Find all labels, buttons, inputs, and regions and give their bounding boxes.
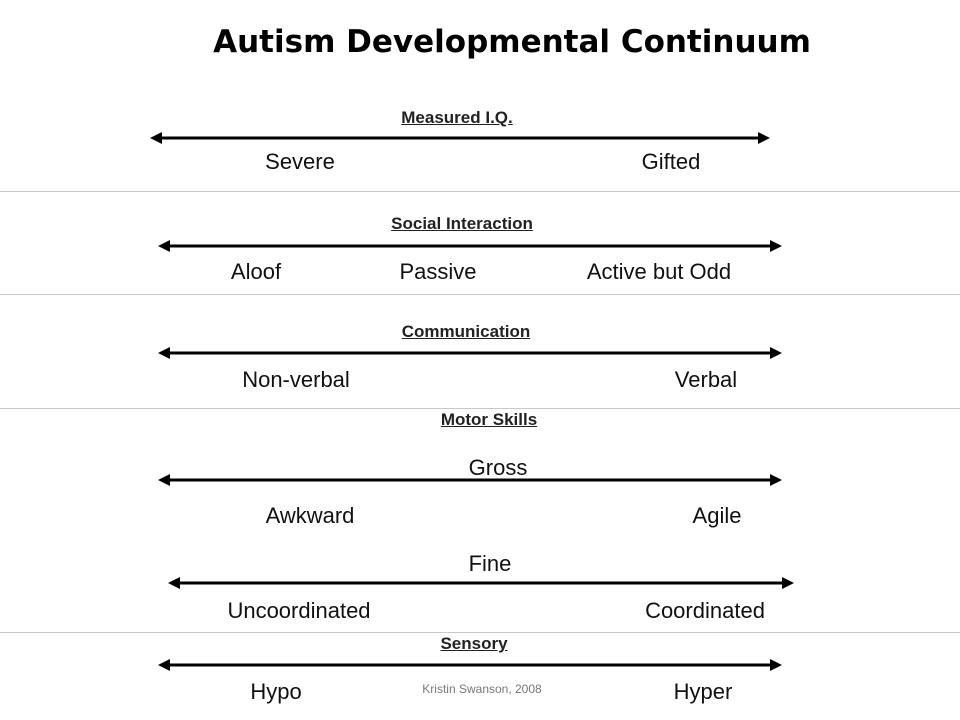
label-hyper: Hyper xyxy=(673,679,733,704)
label-active-but-odd: Active but Odd xyxy=(586,259,732,284)
label-agile: Agile xyxy=(692,503,742,528)
label-severe: Severe xyxy=(265,149,335,174)
label-gifted: Gifted xyxy=(641,149,701,174)
social-continuum-arrow xyxy=(158,240,782,252)
label-fine: Fine xyxy=(468,551,512,576)
gross-motor-continuum-arrow xyxy=(158,474,782,486)
sensory-continuum-arrow xyxy=(158,659,782,671)
section-heading-communication: Communication xyxy=(401,322,531,341)
section-divider xyxy=(0,408,960,409)
label-non-verbal: Non-verbal xyxy=(242,367,350,392)
label-gross: Gross xyxy=(468,455,528,480)
label-coordinated: Coordinated xyxy=(645,598,765,623)
section-divider xyxy=(0,191,960,192)
section-heading-motor: Motor Skills xyxy=(440,410,538,429)
communication-continuum-arrow xyxy=(158,347,782,359)
label-aloof: Aloof xyxy=(230,259,282,284)
section-divider xyxy=(0,294,960,295)
label-verbal: Verbal xyxy=(674,367,738,392)
page-title: Autism Developmental Continuum xyxy=(213,24,811,60)
label-hypo: Hypo xyxy=(250,679,302,704)
section-heading-iq: Measured I.Q. xyxy=(401,108,513,127)
label-passive: Passive xyxy=(399,259,477,284)
fine-motor-continuum-arrow xyxy=(168,577,794,589)
section-heading-sensory: Sensory xyxy=(440,634,508,653)
footer-credit: Kristin Swanson, 2008 xyxy=(422,682,542,696)
section-divider xyxy=(0,632,960,633)
label-uncoordinated: Uncoordinated xyxy=(227,598,371,623)
label-awkward: Awkward xyxy=(265,503,355,528)
iq-continuum-arrow xyxy=(150,132,770,144)
section-heading-social: Social Interaction xyxy=(391,214,533,233)
